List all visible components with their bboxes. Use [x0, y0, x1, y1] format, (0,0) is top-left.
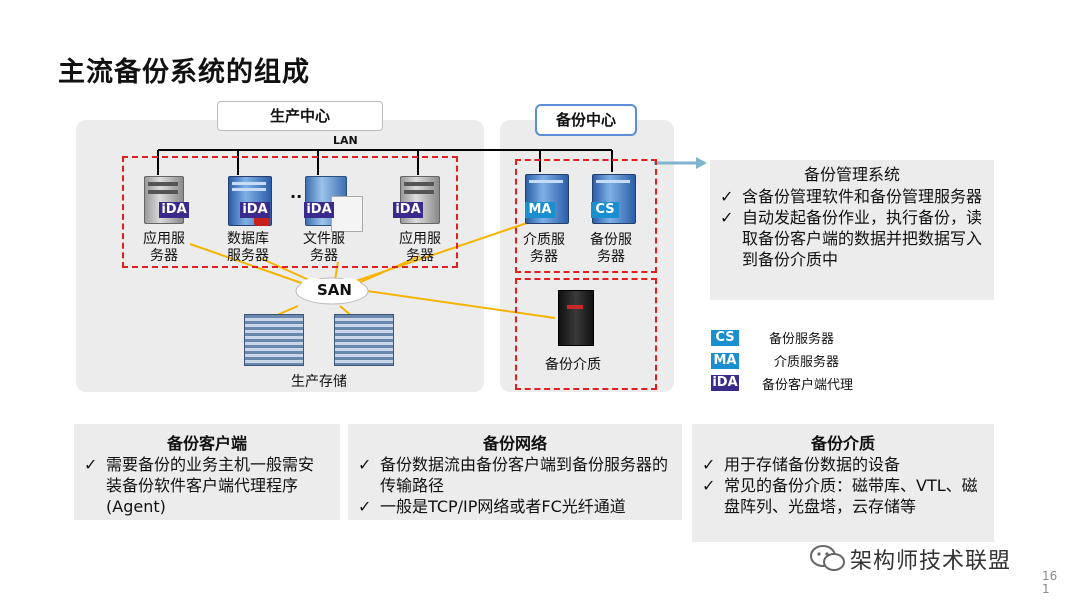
san-links: [189, 221, 556, 319]
legend-cs-badge: CS: [711, 330, 739, 346]
backup-media-item: ✓常见的备份介质：磁带库、VTL、磁盘阵列、光盘塔，云存储等: [702, 476, 978, 516]
production-center-header: 生产中心: [217, 101, 383, 131]
backup-client-title: 备份客户端: [166, 434, 247, 453]
backup-center-header: 备份中心: [535, 104, 637, 136]
database-server-label: 数据库服务器: [227, 231, 269, 264]
production-storage-label: 生产存储: [291, 374, 347, 390]
wechat-icon: [810, 545, 845, 571]
lan-label: LAN: [333, 134, 358, 147]
san-label: SAN: [317, 281, 352, 299]
backup-client-box: 备份客户端 ✓需要备份的业务主机一般需安装备份软件客户端代理程序(Agent): [74, 424, 340, 520]
backup-client-item: ✓需要备份的业务主机一般需安装备份软件客户端代理程序(Agent): [84, 455, 315, 516]
management-info-box: 备份管理系统 ✓含备份管理软件和备份管理服务器 ✓自动发起备份作业，执行备份，读…: [710, 160, 994, 300]
san-cloud-icon: [295, 277, 369, 305]
file-server-label: 文件服务器: [303, 231, 345, 264]
management-title: 备份管理系统: [803, 165, 900, 184]
ida-badge: iDA: [393, 202, 423, 218]
app-server-label-1: 应用服务器: [143, 231, 185, 264]
backup-network-title: 备份网络: [482, 434, 547, 453]
backup-media-title: 备份介质: [810, 434, 875, 453]
backup-media-group: [515, 278, 657, 390]
watermark-text: 架构师技术联盟: [850, 549, 1012, 574]
backup-server-label: 备份服务器: [590, 232, 632, 265]
backup-center-panel: [500, 120, 674, 392]
management-item: ✓自动发起备份作业，执行备份，读取备份客户端的数据并把数据写入到备份介质中: [720, 208, 983, 269]
ellipsis-text: ..: [290, 183, 303, 202]
legend-ma-badge: MA: [711, 353, 739, 369]
backup-network-item: ✓备份数据流由备份客户端到备份服务器的传输路径: [358, 455, 669, 495]
client-servers-group: [122, 156, 458, 268]
ida-badge: iDA: [159, 202, 189, 218]
storage-array-icon: [244, 314, 304, 366]
management-item: ✓含备份管理软件和备份管理服务器: [720, 187, 983, 206]
legend-ida-badge: iDA: [711, 375, 739, 391]
page-number: 16 1: [1042, 569, 1058, 596]
backup-network-box: 备份网络 ✓备份数据流由备份客户端到备份服务器的传输路径 ✓一般是TCP/IP网…: [348, 424, 682, 520]
cs-badge: CS: [591, 202, 619, 218]
server-icon-app-1: [142, 174, 184, 226]
ida-badge: iDA: [240, 202, 270, 218]
ma-badge: MA: [525, 202, 555, 218]
backup-network-item: ✓一般是TCP/IP网络或者FC光纤通道: [358, 497, 626, 516]
storage-array-icon: [334, 314, 394, 366]
ida-badge: iDA: [304, 202, 334, 218]
legend-cs-text: 备份服务器: [769, 332, 835, 347]
backup-media-box: 备份介质 ✓用于存储备份数据的设备 ✓常见的备份介质：磁带库、VTL、磁盘阵列、…: [692, 424, 994, 542]
app-server-label-2: 应用服务器: [399, 231, 441, 264]
backup-media-label: 备份介质: [545, 357, 601, 373]
legend-ida-text: 备份客户端代理: [762, 378, 854, 393]
page-title: 主流备份系统的组成: [58, 57, 310, 88]
tape-library-icon: [558, 290, 594, 346]
legend-ma-text: 介质服务器: [774, 355, 840, 370]
backup-servers-group: [515, 159, 657, 273]
media-server-label: 介质服务器: [523, 232, 565, 265]
server-icon-app-2: [398, 174, 440, 226]
backup-media-item: ✓用于存储备份数据的设备: [702, 455, 901, 474]
